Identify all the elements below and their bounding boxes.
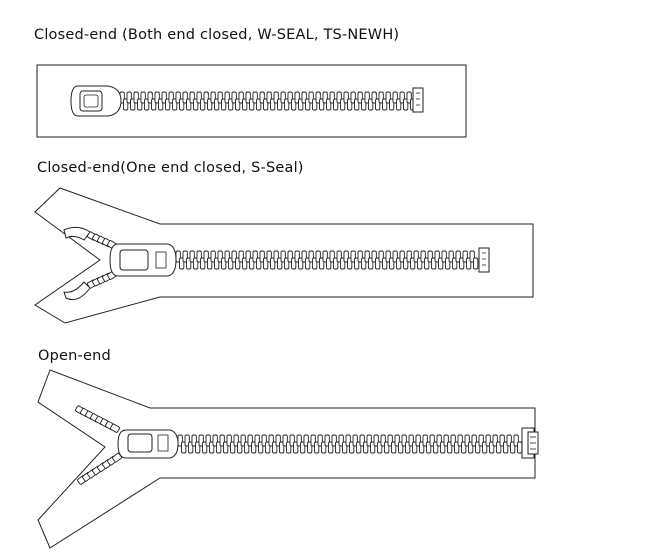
zipper-teeth (177, 434, 523, 454)
zipper-closed-end-both-diagram (36, 64, 467, 138)
zipper-split-teeth (75, 405, 122, 485)
zipper-teeth (119, 91, 416, 111)
zipper-slider (109, 243, 177, 277)
zipper-teeth (175, 250, 479, 270)
caption-closed-end-both: Closed-end (Both end closed, W-SEAL, TS-… (34, 27, 400, 43)
zipper-tape (37, 369, 536, 549)
zipper-slider (117, 429, 179, 459)
zipper-closed-end-one-diagram (34, 187, 534, 324)
end-piece-lower (63, 281, 91, 301)
zipper-tooth (110, 423, 120, 433)
zipper-slider (70, 85, 122, 117)
top-stop (412, 87, 424, 113)
end-piece-upper (63, 226, 91, 241)
caption-closed-end-one: Closed-end(One end closed, S-Seal) (37, 160, 304, 176)
zipper-tooth (517, 441, 523, 454)
top-stop (478, 247, 490, 273)
box-and-pin (521, 427, 539, 459)
zipper-tooth (473, 257, 479, 270)
caption-open-end: Open-end (38, 348, 111, 364)
zipper-open-end-diagram (37, 369, 539, 549)
